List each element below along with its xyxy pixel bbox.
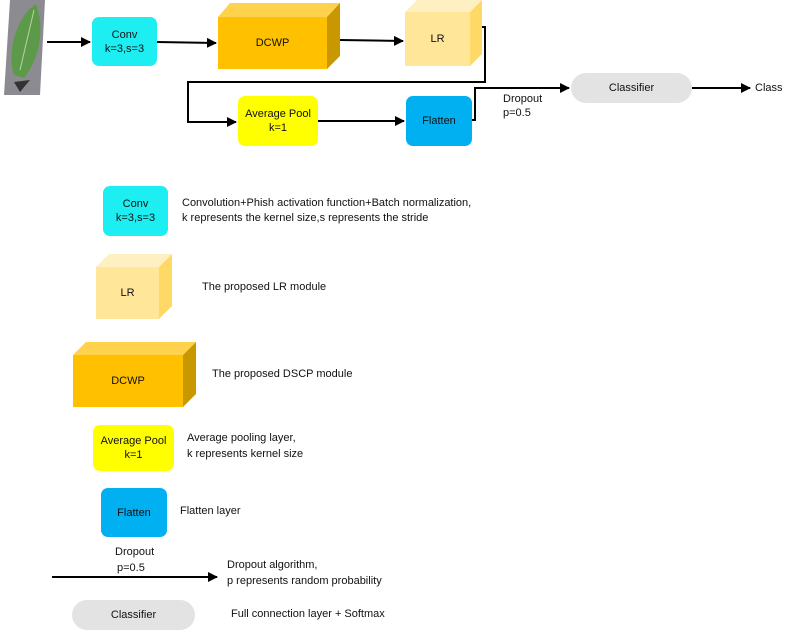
legend-dcwp-label: DCWP <box>111 375 145 387</box>
flatten-block: Flatten <box>406 96 472 146</box>
dropout-label: Dropout <box>503 93 543 105</box>
legend-classifier-desc: Full connection layer + Softmax <box>231 608 385 620</box>
legend-conv-desc2: k represents the kernel size,s represent… <box>182 212 429 224</box>
legend-flatten-block: Flatten <box>101 488 167 537</box>
legend-avgpool-label: Average Pool <box>100 435 167 447</box>
legend-avgpool-desc: Average pooling layer, <box>187 432 296 444</box>
legend-avgpool-desc2: k represents kernel size <box>187 448 304 460</box>
dcwp-label: DCWP <box>255 37 290 49</box>
legend-dcwp-desc: The proposed DSCP module <box>212 368 353 380</box>
avgpool-block: Average Pool k=1 <box>238 96 318 146</box>
legend-conv-params: k=3,s=3 <box>115 212 156 224</box>
arrow <box>187 26 486 127</box>
dcwp-cube <box>218 3 340 69</box>
legend-lr-cube <box>96 254 172 319</box>
legend-avgpool-params: k=1 <box>124 449 143 461</box>
avgpool-label: Average Pool <box>245 108 311 120</box>
avgpool-params: k=1 <box>268 122 288 134</box>
legend-dropout-params: p=0.5 <box>117 562 145 574</box>
classifier-block: Classifier <box>571 73 692 103</box>
lr-cube <box>405 0 482 66</box>
dropout-params: p=0.5 <box>503 107 531 119</box>
conv-block: Conv k=3,s=3 <box>92 17 157 66</box>
legend-conv-block: Conv k=3,s=3 <box>103 186 168 236</box>
class-output-label: Class <box>755 82 783 94</box>
legend-dropout-desc2: p represents random probability <box>227 575 382 587</box>
arrow <box>472 83 570 121</box>
conv-label: Conv <box>111 28 138 41</box>
legend-flatten-desc: Flatten layer <box>180 505 241 517</box>
arrow <box>339 35 404 46</box>
arrow <box>156 37 217 48</box>
conv-params: k=3,s=3 <box>104 42 145 55</box>
legend-conv-desc: Convolution+Phish activation function+Ba… <box>182 197 472 209</box>
legend-lr-desc: The proposed LR module <box>202 281 327 293</box>
legend-conv-label: Conv <box>122 198 149 210</box>
lr-label: LR <box>430 33 445 45</box>
legend-dropout-desc: Dropout algorithm, <box>227 559 318 571</box>
legend-avgpool-block: Average Pool k=1 <box>93 425 174 471</box>
legend-dropout-label: Dropout <box>115 546 155 558</box>
leaf-input-image <box>4 0 45 95</box>
legend-lr-label: LR <box>120 287 135 299</box>
legend-dcwp-cube <box>73 342 196 407</box>
legend-classifier-block: Classifier <box>72 600 195 630</box>
